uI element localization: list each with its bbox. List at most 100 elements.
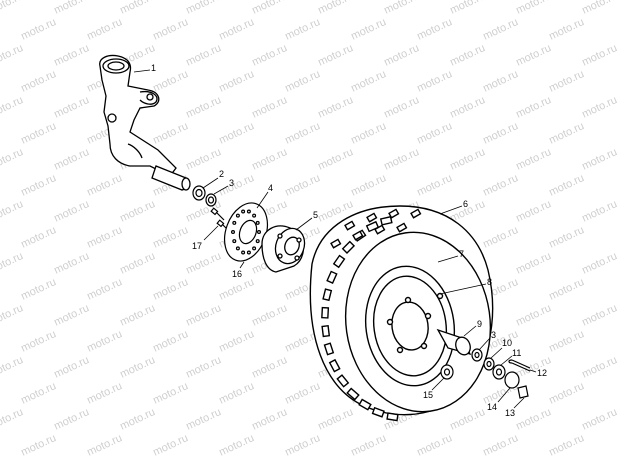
watermark-text: moto.ru bbox=[481, 172, 520, 199]
label-13: 13 bbox=[505, 408, 515, 418]
watermark-text: moto.ru bbox=[415, 172, 454, 199]
watermark-text: moto.ru bbox=[19, 68, 58, 95]
watermark-text: moto.ru bbox=[184, 42, 223, 69]
watermark-text: moto.ru bbox=[382, 42, 421, 69]
axle-washer bbox=[471, 348, 483, 362]
label-12: 12 bbox=[537, 368, 547, 378]
watermark-text: moto.ru bbox=[52, 302, 91, 329]
watermark-text: moto.ru bbox=[52, 146, 91, 173]
label-4: 4 bbox=[268, 183, 273, 193]
watermark-text: moto.ru bbox=[85, 380, 124, 407]
valve-cap bbox=[517, 385, 529, 399]
watermark-text: moto.ru bbox=[316, 0, 355, 17]
watermark-text: moto.ru bbox=[19, 328, 58, 355]
tread-lug bbox=[332, 254, 346, 269]
disc-hole bbox=[241, 209, 246, 214]
watermark-text: moto.ru bbox=[547, 380, 586, 407]
hub-cap bbox=[504, 371, 520, 389]
disc-hole bbox=[246, 209, 251, 214]
watermark-text: moto.ru bbox=[316, 94, 355, 121]
tread-lug bbox=[365, 220, 380, 233]
watermark-text: moto.ru bbox=[250, 146, 289, 173]
watermark-text: moto.ru bbox=[514, 0, 553, 17]
watermark-text: moto.ru bbox=[448, 42, 487, 69]
watermark-text: moto.ru bbox=[52, 94, 91, 121]
watermark-text: moto.ru bbox=[184, 250, 223, 277]
watermark-text: moto.ru bbox=[217, 120, 256, 147]
tread-lug bbox=[321, 324, 331, 338]
tread-lug bbox=[352, 230, 364, 241]
watermark-text: moto.ru bbox=[0, 302, 25, 329]
watermark-text: moto.ru bbox=[52, 198, 91, 225]
watermark-text: moto.ru bbox=[0, 0, 25, 17]
tread-lug bbox=[330, 238, 342, 249]
watermark-text: moto.ru bbox=[514, 198, 553, 225]
tread-lug bbox=[388, 208, 400, 219]
watermark-text: moto.ru bbox=[481, 16, 520, 43]
disc-hole bbox=[241, 250, 246, 255]
watermark-text: moto.ru bbox=[19, 224, 58, 251]
watermark-text: moto.ru bbox=[52, 354, 91, 381]
watermark-text: moto.ru bbox=[316, 42, 355, 69]
watermark-text: moto.ru bbox=[0, 406, 25, 433]
watermark-text: moto.ru bbox=[481, 432, 520, 459]
watermark-text: moto.ru bbox=[85, 432, 124, 459]
tread-lug bbox=[336, 374, 350, 388]
watermark-text: moto.ru bbox=[514, 250, 553, 277]
disc-hole bbox=[231, 230, 236, 235]
watermark-text: moto.ru bbox=[448, 406, 487, 433]
label-8: 8 bbox=[487, 277, 492, 287]
watermark-text: moto.ru bbox=[184, 406, 223, 433]
watermark-text: moto.ru bbox=[580, 0, 619, 17]
watermark-text: moto.ru bbox=[514, 302, 553, 329]
lug-nut bbox=[440, 364, 454, 380]
tread-lug bbox=[322, 288, 333, 302]
label-11: 11 bbox=[512, 348, 521, 358]
watermark-text: moto.ru bbox=[19, 16, 58, 43]
watermark-text: moto.ru bbox=[52, 42, 91, 69]
watermark-text: moto.ru bbox=[514, 42, 553, 69]
watermark-text: moto.ru bbox=[184, 302, 223, 329]
label-14: 14 bbox=[487, 402, 497, 412]
axle-spacer bbox=[436, 328, 472, 356]
tread-lug bbox=[346, 387, 360, 401]
disc-hole bbox=[252, 246, 257, 251]
watermark-text: moto.ru bbox=[250, 302, 289, 329]
watermark-text: moto.ru bbox=[547, 432, 586, 459]
watermark-text: moto.ru bbox=[547, 16, 586, 43]
wheel-hub bbox=[261, 225, 306, 273]
label-2: 2 bbox=[219, 169, 224, 179]
watermark-text: moto.ru bbox=[118, 198, 157, 225]
tread-lug bbox=[328, 358, 341, 373]
watermark-text: moto.ru bbox=[52, 0, 91, 17]
disc-hole bbox=[235, 213, 240, 218]
washer bbox=[205, 193, 217, 207]
tire bbox=[309, 205, 494, 422]
watermark-text: moto.ru bbox=[0, 198, 25, 225]
label-1: 1 bbox=[151, 63, 156, 73]
watermark-text: moto.ru bbox=[52, 406, 91, 433]
watermark-text: moto.ru bbox=[19, 432, 58, 459]
disc-hole bbox=[255, 239, 260, 244]
tread-lug bbox=[371, 406, 385, 418]
watermark-text: moto.ru bbox=[184, 0, 223, 17]
disc-hole bbox=[255, 220, 260, 225]
mounting-bolts bbox=[210, 207, 231, 233]
watermark-text: moto.ru bbox=[0, 42, 25, 69]
watermark-text: moto.ru bbox=[118, 0, 157, 17]
watermark-text: moto.ru bbox=[283, 120, 322, 147]
watermark-text: moto.ru bbox=[580, 146, 619, 173]
label-17: 17 bbox=[192, 241, 202, 251]
watermark-text: moto.ru bbox=[580, 198, 619, 225]
watermark-text: moto.ru bbox=[283, 380, 322, 407]
watermark-text: moto.ru bbox=[217, 328, 256, 355]
castle-nut bbox=[492, 364, 506, 380]
watermark-text: moto.ru bbox=[0, 94, 25, 121]
watermark-text: moto.ru bbox=[85, 172, 124, 199]
watermark-text: moto.ru bbox=[52, 250, 91, 277]
label-3b: 3 bbox=[491, 330, 496, 340]
watermark-text: moto.ru bbox=[283, 68, 322, 95]
watermark-text: moto.ru bbox=[85, 328, 124, 355]
